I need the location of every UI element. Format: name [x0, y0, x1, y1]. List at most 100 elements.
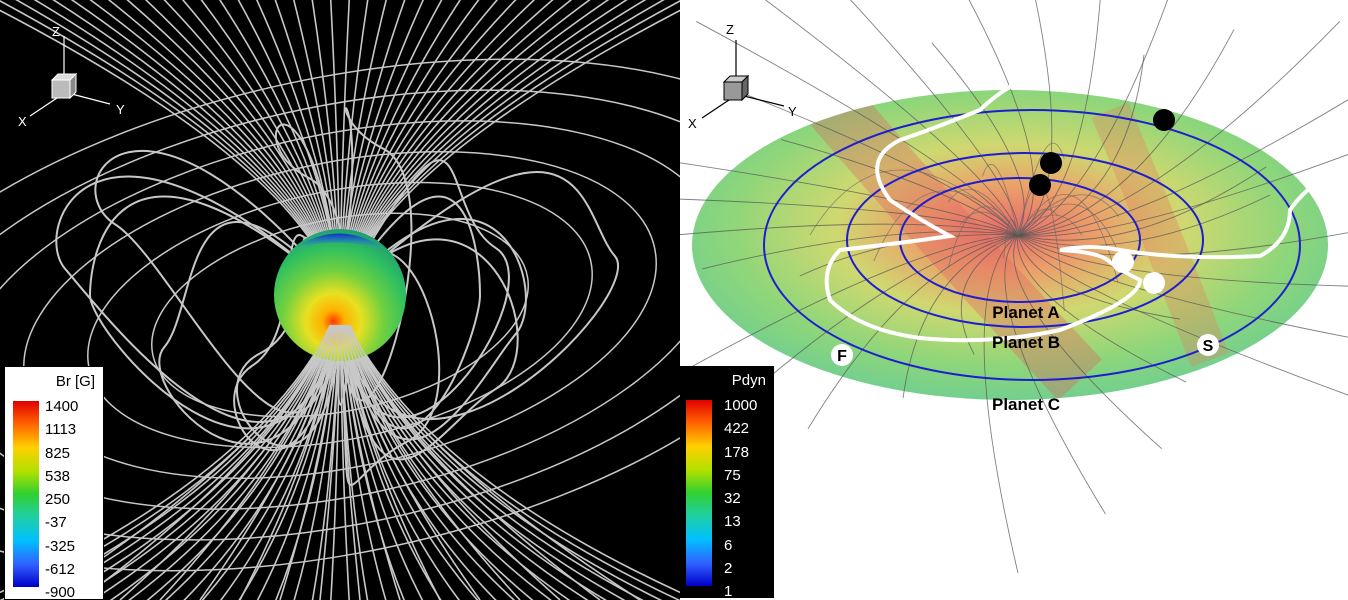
field-line [680, 198, 1019, 236]
label-planet-a: Planet A [992, 303, 1059, 322]
field-line [350, 0, 536, 256]
field-line [181, 0, 333, 256]
legend-title: Br [G] [55, 373, 95, 390]
legend-tick-label: 825 [45, 444, 71, 462]
field-line [358, 0, 680, 256]
color-scale-bar [13, 401, 39, 587]
field-line [119, 324, 334, 600]
field-line [87, 181, 593, 449]
field-line [680, 162, 1019, 236]
y-axis-label: Y [788, 104, 797, 119]
field-line [1017, 208, 1059, 236]
field-line [0, 0, 322, 256]
field-line [144, 0, 330, 256]
field-line [151, 212, 529, 418]
field-line [91, 344, 327, 600]
field-line [902, 234, 1019, 399]
field-line [293, 344, 339, 600]
field-line [344, 0, 443, 256]
field-line [947, 188, 1019, 236]
f-marker: F [831, 344, 853, 366]
field-line [1017, 166, 1267, 241]
legend-tick-label: 422 [724, 420, 750, 438]
field-line [357, 0, 665, 256]
field-line [1004, 234, 1106, 515]
legend-tick-label: 1400 [45, 398, 79, 415]
legend-tick-label: 32 [724, 490, 741, 508]
field-line [255, 0, 337, 256]
field-line [218, 0, 335, 256]
star-surface [274, 229, 406, 361]
field-line-view: Z X Y [0, 0, 680, 600]
legend-tick-label: 178 [724, 443, 750, 461]
x-axis-label: X [18, 114, 27, 129]
planet-marker-black [1029, 174, 1051, 196]
field-line [199, 324, 337, 600]
field-line [256, 344, 337, 600]
orbital-plane-view: F S Planet A Planet B Planet C Z X Y [680, 0, 1348, 574]
field-line [344, 344, 442, 600]
field-line [200, 0, 334, 256]
field-line [233, 234, 341, 451]
field-line [356, 0, 647, 256]
field-line [960, 211, 1019, 236]
axis-triad: Z X Y [18, 24, 125, 129]
field-line [158, 220, 341, 445]
orbital-plane-disk [692, 90, 1328, 400]
planet-markers [1029, 109, 1175, 294]
field-line [342, 0, 406, 256]
field-line [1017, 99, 1348, 236]
field-line [79, 324, 333, 600]
field-line [1013, 234, 1162, 450]
legend-tick-label: -37 [45, 514, 67, 532]
field-line [352, 0, 573, 256]
field-line [347, 324, 601, 600]
field-line [353, 0, 591, 256]
svg-text:S: S [1203, 338, 1214, 355]
field-line [1017, 234, 1348, 396]
legend-tick-label: 538 [45, 467, 71, 485]
field-line [164, 344, 332, 600]
field-line [311, 0, 340, 256]
label-planet-b: Planet B [992, 333, 1060, 352]
x-axis-label: X [688, 116, 697, 131]
field-line [128, 344, 329, 600]
field-line [351, 0, 554, 256]
field-line [349, 324, 641, 600]
field-line [1017, 153, 1348, 237]
field-line [351, 344, 552, 600]
field-line [340, 0, 369, 256]
legend-tick-label: 6 [724, 536, 733, 554]
orbit-planet-b [846, 152, 1204, 328]
field-line [356, 344, 644, 600]
axis-triad: Z X Y [688, 22, 797, 131]
field-line [352, 344, 571, 600]
field-lines-right [680, 0, 1348, 574]
field-line [339, 195, 482, 430]
field-line [329, 0, 341, 256]
field-line [347, 0, 499, 256]
field-line [1017, 21, 1341, 236]
field-line [1017, 234, 1181, 320]
dynamic-pressure-panel: F S Planet A Planet B Planet C Z X Y Pdy… [680, 0, 1348, 600]
planet-orbits [763, 109, 1301, 381]
field-line [109, 344, 328, 600]
field-line [239, 324, 338, 600]
field-line [238, 344, 336, 600]
field-line [159, 324, 335, 600]
field-line [146, 344, 330, 600]
field-line [1017, 29, 1235, 236]
field-line [1017, 0, 1053, 236]
field-line [931, 42, 1025, 236]
field-line [201, 344, 334, 600]
field-line [339, 171, 619, 421]
planet-marker-white [1112, 251, 1134, 273]
field-line [88, 195, 341, 430]
field-line [1017, 0, 1168, 236]
field-line [292, 0, 339, 256]
field-line [0, 89, 680, 541]
field-line [1017, 142, 1065, 236]
orbit-planet-c [763, 109, 1301, 381]
label-planet-c: Planet C [992, 395, 1060, 414]
